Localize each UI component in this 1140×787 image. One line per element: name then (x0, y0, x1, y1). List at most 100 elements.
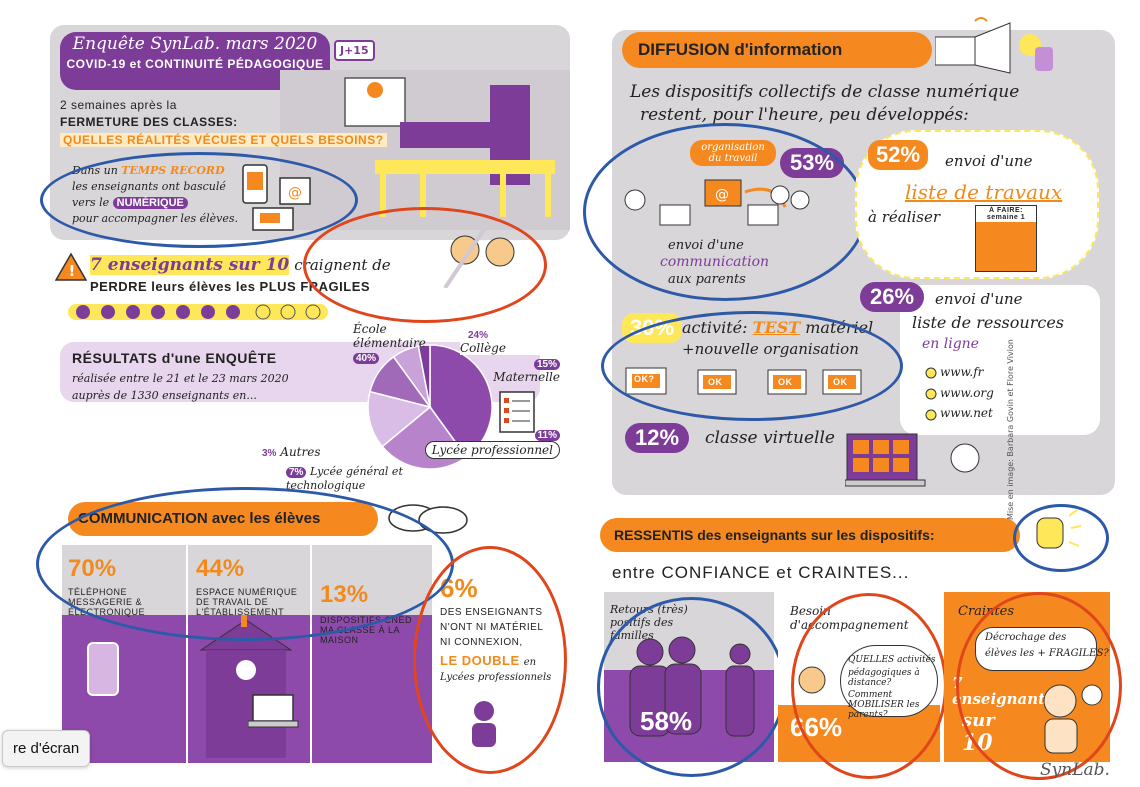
pie-label-autres-text: Autres (280, 445, 321, 459)
d26-block (900, 285, 1100, 435)
svg-text:@: @ (288, 185, 302, 201)
comm4-l2: N'ONT NI MATÉRIEL (440, 622, 544, 633)
fear-rest3: PLUS FRAGILES (259, 279, 371, 294)
d53-pct: 53% (780, 148, 845, 178)
pie-label-elementaire-text: École élémentaire (353, 322, 426, 350)
ok-label-1: OK? (634, 374, 655, 384)
d26-link-2: www.org (940, 386, 994, 400)
scared-teacher-illustration (1043, 684, 1103, 754)
phone-icon (87, 642, 119, 696)
r3-bg (944, 592, 1110, 762)
ressentis-banner-text: RESSENTIS des enseignants sur les dispos… (614, 527, 935, 543)
d30-line2: +nouvelle organisation (682, 340, 859, 358)
d30-pct: 30% (622, 313, 683, 343)
classroom-illustration (280, 70, 570, 230)
svg-text:@: @ (715, 187, 729, 203)
fear-rest1: craignent de (294, 256, 391, 274)
org-label: organisation du travail (690, 140, 776, 166)
record-line3: vers le (72, 196, 110, 209)
virtual-class-illustration (845, 433, 980, 487)
screenshot-tooltip[interactable]: re d'écran (2, 730, 91, 767)
comm1-pct: 70% (68, 555, 117, 582)
intro-line2: FERMETURE DES CLASSES: (60, 115, 238, 129)
diffusion-banner: DIFFUSION d'information (622, 32, 932, 68)
record-block: Dans un TEMPS RECORD les enseignants ont… (72, 163, 252, 227)
comm4-l5: en (523, 657, 537, 668)
r1-pct: 58% (640, 706, 693, 736)
pie-label-maternelle-text: Maternelle (493, 370, 560, 384)
record-line2: les enseignants ont basculé (72, 180, 226, 193)
d53-line1: envoi d'une (668, 238, 744, 253)
results-line1: RÉSULTATS d'une ENQUÊTE (72, 350, 277, 366)
pie-value-autres: 3% (262, 448, 277, 459)
d26-line3: en ligne (922, 336, 979, 352)
d26-link-3: www.net (940, 406, 993, 420)
r2-bubble (840, 645, 938, 717)
d26-link-1: www.fr (940, 365, 984, 379)
r1-title: Retours (très) positifs des familles (610, 603, 688, 642)
survey-tag: J+15 (334, 40, 375, 61)
r2-bubble2: pédagogiques à distance? (848, 668, 920, 688)
r2-bubble1: QUELLES activités (848, 655, 936, 665)
speech-bubbles-icon (388, 504, 468, 534)
d52-line1: envoi d'une (945, 152, 1033, 170)
ok-label-4: OK (833, 377, 848, 387)
link-bullets (925, 367, 937, 421)
pie-value-maternelle: 15% (533, 359, 560, 370)
survey-title-line1: Enquête SynLab. mars 2020 (72, 34, 318, 54)
numerique-tag: NUMÉRIQUE (112, 197, 188, 209)
diffusion-banner-text: DIFFUSION d'information (638, 40, 843, 59)
teacher-small-illustration (472, 701, 496, 747)
comm1-label: TÉLÉPHONE MESSAGERIE & ÉLECTRONIQUE (68, 587, 146, 617)
pie-label-elementaire: École élémentaire 40% (353, 322, 453, 366)
d26-line2: liste de ressources (912, 313, 1064, 332)
d26-line1: envoi d'une (935, 290, 1023, 308)
ressentis-sub: entre CONFIANCE et CRAINTES... (612, 563, 910, 582)
d52-line2: liste de travaux (905, 180, 1063, 204)
r3-bubble2: élèves les + FRAGILES? (985, 648, 1109, 659)
r3-bubble (975, 627, 1097, 671)
d53-line3: aux parents (668, 272, 746, 287)
comm4-l3: NI CONNEXION, (440, 637, 523, 648)
synlab-logo: SynLab. (1040, 760, 1110, 780)
pie-label-lycee-gt: 7% Lycée général et technologique (286, 465, 426, 492)
pie-label-maternelle: 15% Maternelle (470, 356, 560, 384)
pie-slice-3 (367, 390, 432, 448)
r3-pct2: sur (962, 710, 995, 731)
record-highlight: TEMPS RECORD (121, 164, 225, 177)
comm4-pct: 6% (440, 573, 478, 603)
todo-calendar-label: À FAIRE: semaine 1 (976, 206, 1036, 222)
comm4-l1: DES ENSEIGNANTS (440, 607, 543, 618)
r2-bubble3: Comment MOBILISER les parents? (848, 690, 920, 720)
diffusion-subtitle2: restent, pour l'heure, peu développés: (640, 105, 969, 125)
comm2-pct: 44% (196, 555, 245, 582)
megaphone-illustration (935, 17, 1053, 74)
fear-strong: 7 enseignants sur 10 (90, 255, 290, 275)
pie-label-autres: 3% Autres (262, 445, 321, 459)
intro-question: QUELLES RÉALITÉS VÉCUES ET QUELS BESOINS… (60, 133, 387, 147)
email-exchange-illustration: @ (624, 179, 810, 226)
d30-activity: activité: (682, 318, 748, 337)
r3-bubble1: Décrochage des (985, 632, 1067, 643)
pie-value-college: 24% (468, 330, 489, 341)
d30-test: TEST (752, 318, 801, 337)
comm2-label: ESPACE NUMÉRIQUE DE TRAVAIL DE L'ÉTABLIS… (196, 587, 298, 617)
comm-col-4: 6% DES ENSEIGNANTS N'ONT NI MATÉRIEL NI … (432, 545, 564, 763)
ok-label-3: OK (778, 377, 793, 387)
d30-line1: activité: TEST matériel (682, 318, 873, 337)
worried-teacher-illustration (798, 666, 826, 694)
pie-label-lycee-pro: 11% Lycée professionnel (420, 427, 560, 459)
todo-calendar: À FAIRE: semaine 1 (975, 205, 1037, 272)
r3-pct1: 7 enseignants (952, 674, 1054, 708)
comm3-pct: 13% (320, 581, 369, 608)
results-line2: réalisée entre le 21 et le 23 mars 2020 (72, 372, 289, 385)
comm-col-3: 13% DISPOSITIFS CNED MA CLASSE À LA MAIS… (310, 545, 432, 763)
worksheet-icon (499, 391, 535, 433)
ok-screens-illustration (625, 367, 862, 395)
comm-col-1: 70% TÉLÉPHONE MESSAGERIE & ÉLECTRONIQUE (62, 545, 182, 763)
d30-materiel: matériel (805, 318, 874, 337)
d53-line2: communication (660, 254, 770, 270)
r3-pct3: 10 (962, 730, 993, 756)
two-students-illustration (443, 228, 515, 288)
pie-value-lycee-gt: 7% (286, 467, 307, 478)
